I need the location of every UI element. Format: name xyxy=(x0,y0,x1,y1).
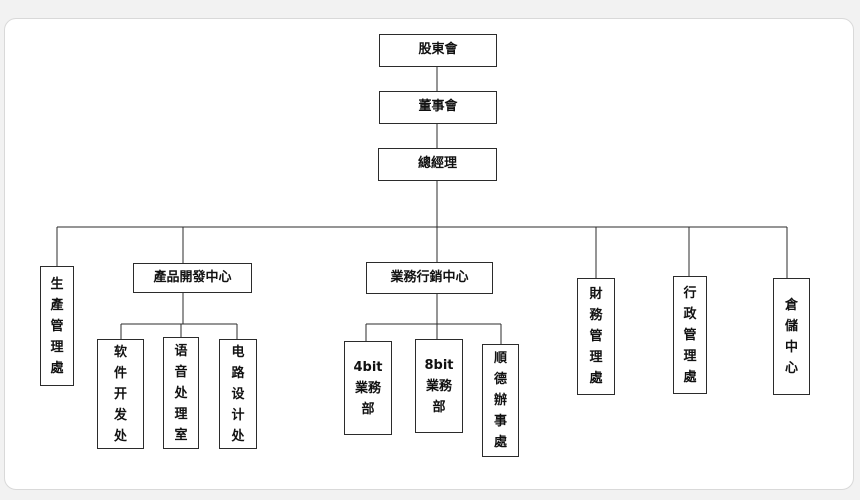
shunde-office-label: 順德辦事處 xyxy=(493,351,507,450)
admin-dept-box: 行政管理處 xyxy=(673,276,707,394)
finance-dept-label: 財務管理處 xyxy=(589,287,603,386)
voice-lab-box: 语音处理室 xyxy=(163,337,199,449)
software-dept-label: 软件开发处 xyxy=(113,344,127,444)
general-manager-box: 總經理 xyxy=(378,148,497,181)
warehouse-center-box: 倉儲中心 xyxy=(773,278,810,395)
sales-4bit-box: 4bit業務部 xyxy=(344,341,392,435)
software-dept-box: 软件开发处 xyxy=(97,339,144,449)
shunde-office-box: 順德辦事處 xyxy=(482,344,519,457)
board-box: 董事會 xyxy=(379,91,497,124)
voice-lab-label: 语音处理室 xyxy=(174,343,188,443)
rd-center-label: 產品開發中心 xyxy=(153,269,232,285)
sales-8bit-label: 8bit業務部 xyxy=(424,357,454,415)
finance-dept-box: 財務管理處 xyxy=(577,278,615,395)
admin-dept-label: 行政管理處 xyxy=(683,285,697,385)
sales-4bit-label: 4bit業務部 xyxy=(353,359,383,417)
warehouse-center-label: 倉儲中心 xyxy=(784,297,798,376)
sales-center-label: 業務行銷中心 xyxy=(390,269,469,285)
general-manager-label: 總經理 xyxy=(417,156,457,172)
production-dept-label: 生產管理處 xyxy=(50,276,64,376)
shareholders-box: 股東會 xyxy=(379,34,497,67)
circuit-design-label: 电路设计处 xyxy=(231,344,245,444)
shareholders-label: 股東會 xyxy=(418,42,458,58)
sales-8bit-box: 8bit業務部 xyxy=(415,339,463,433)
production-dept-box: 生產管理處 xyxy=(40,266,74,386)
circuit-design-box: 电路设计处 xyxy=(219,339,257,449)
rd-center-box: 產品開發中心 xyxy=(133,263,252,293)
board-label: 董事會 xyxy=(418,99,458,115)
sales-center-box: 業務行銷中心 xyxy=(366,262,493,294)
